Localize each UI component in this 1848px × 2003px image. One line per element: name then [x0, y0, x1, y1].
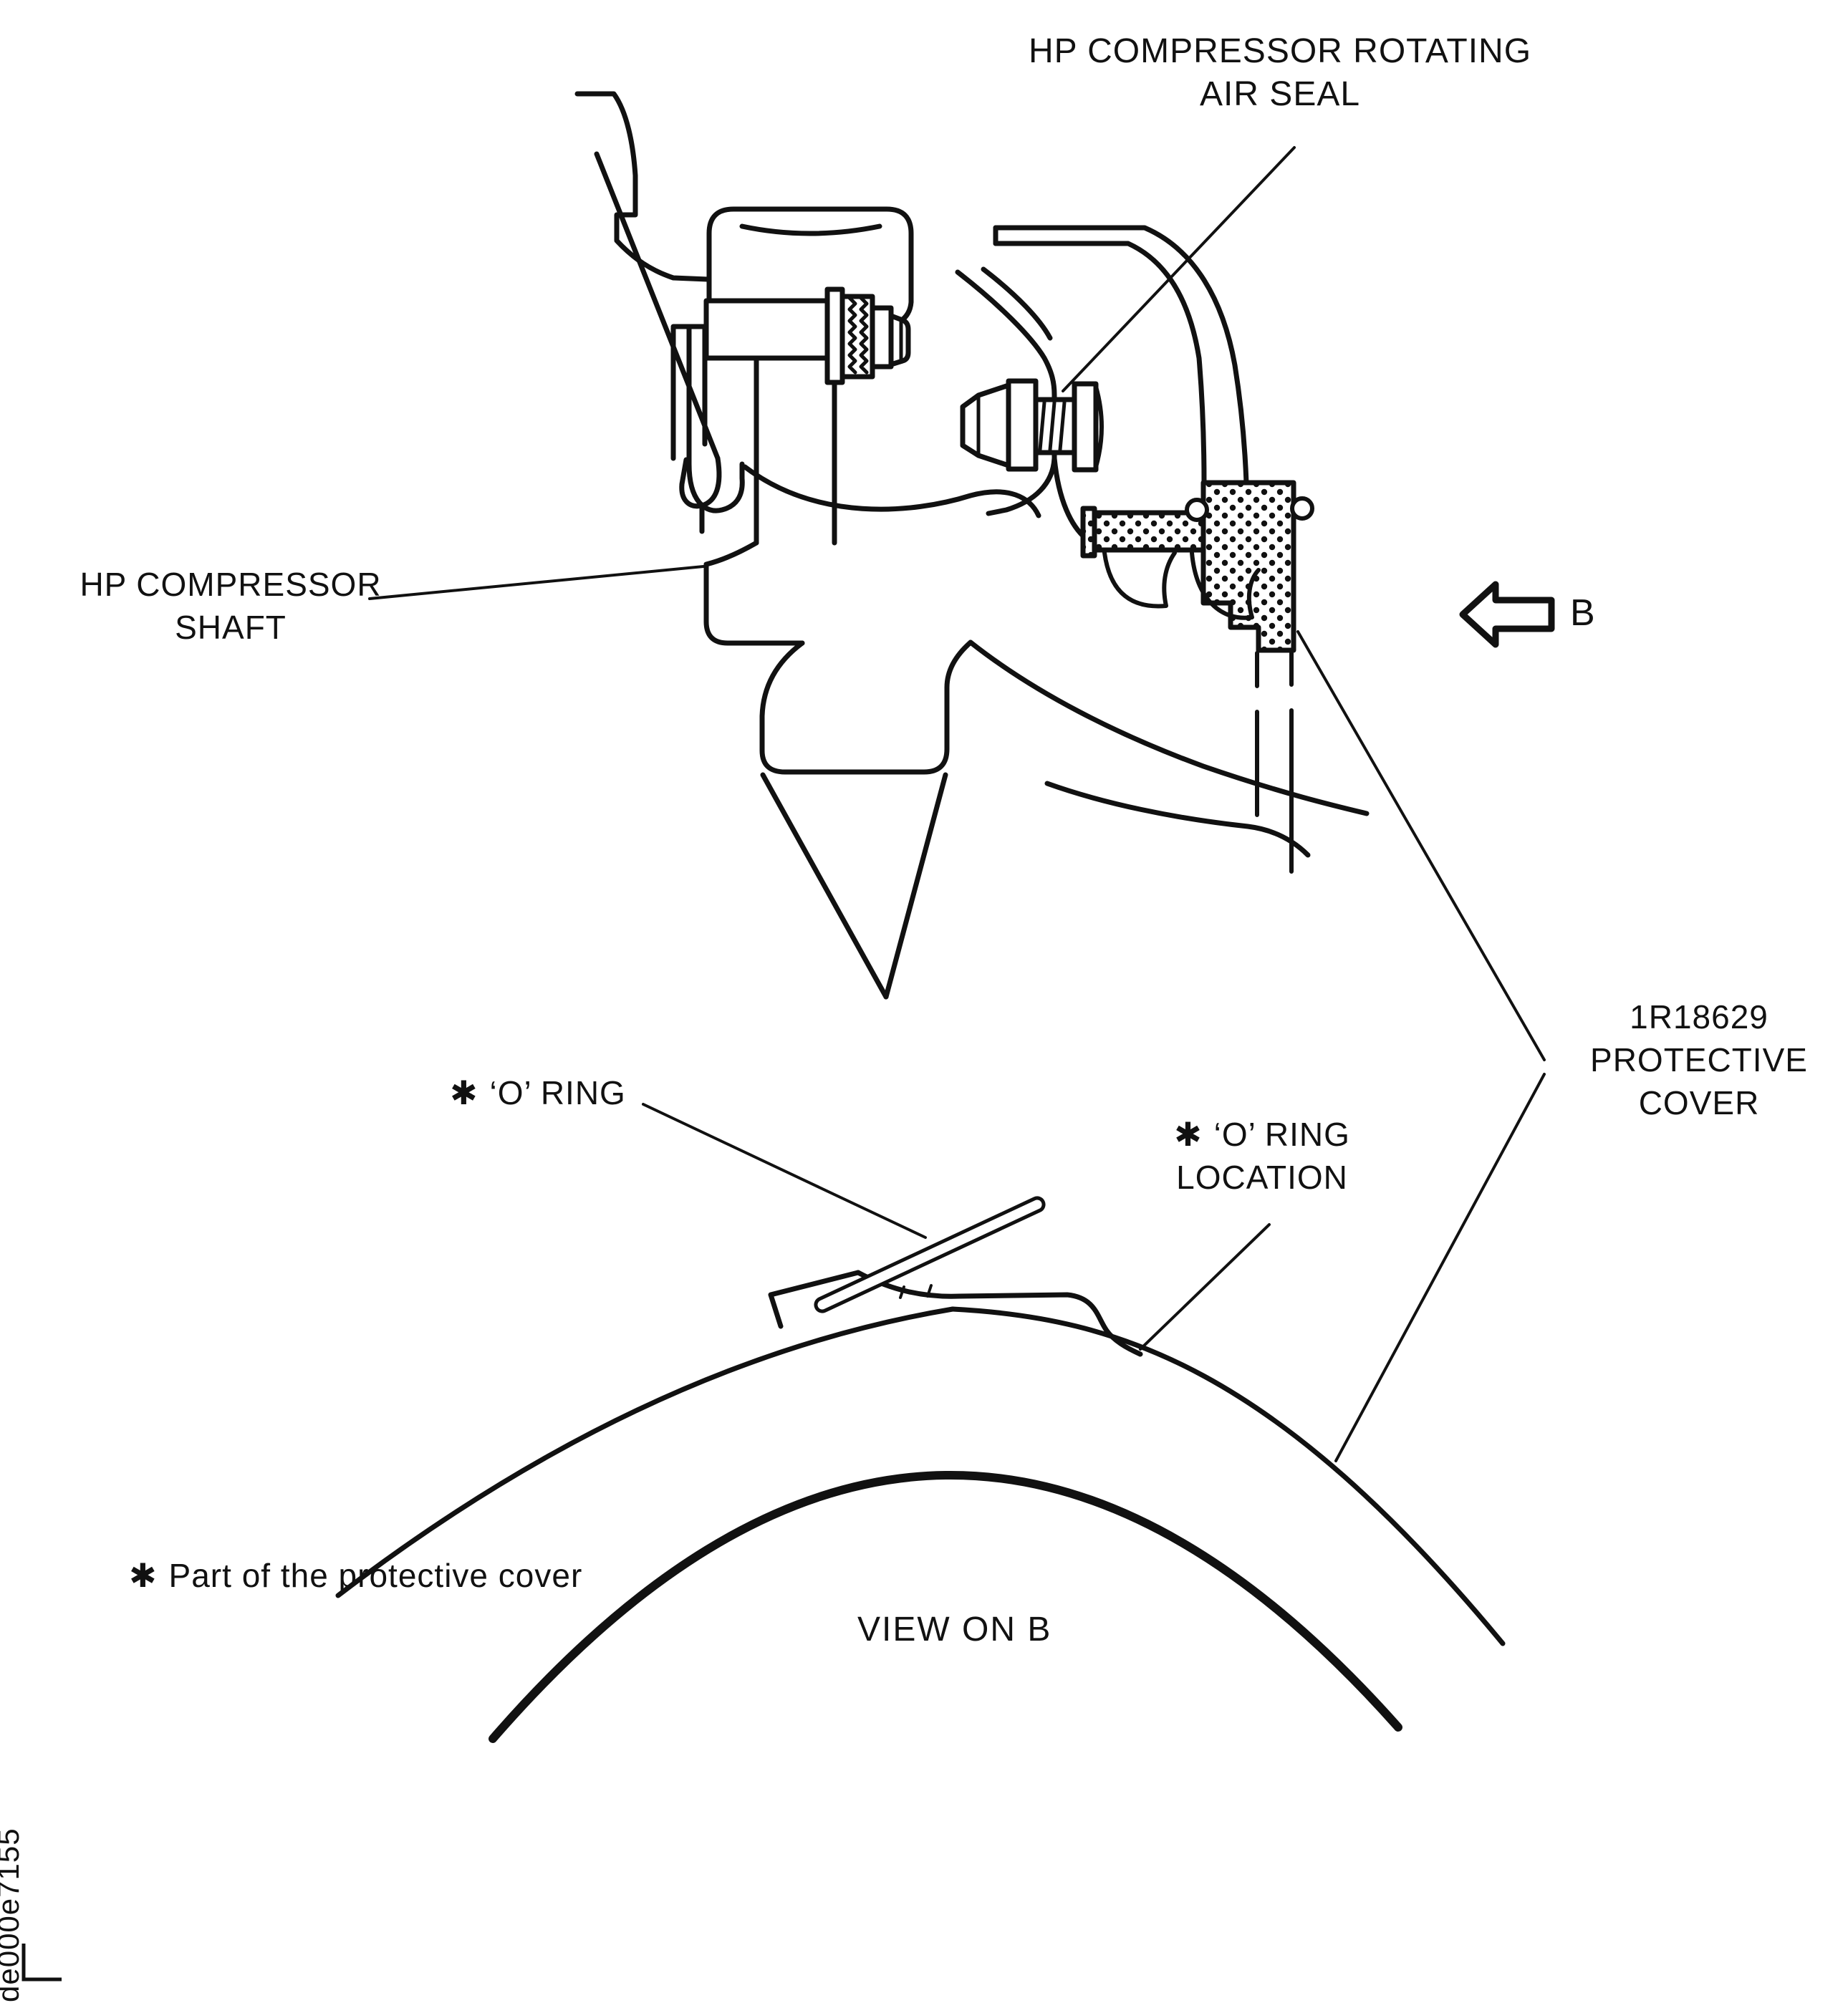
asterisk-icon: ✱	[1174, 1116, 1203, 1153]
o-ring-seat	[768, 1270, 1143, 1357]
label-air-seal: HP COMPRESSOR ROTATING AIR SEAL	[1029, 30, 1531, 116]
cover-rim-outer-arc	[335, 1306, 956, 1598]
asterisk-icon: ✱	[129, 1557, 158, 1594]
label-air-seal-line1: HP COMPRESSOR ROTATING	[1028, 32, 1532, 70]
hp-compressor-shaft-outline	[703, 206, 1370, 1000]
label-o-ring: ✱ ‘O’ RING	[450, 1071, 626, 1114]
label-shaft-line1: HP COMPRESSOR	[80, 566, 382, 603]
footnote: ✱ Part of the protective cover	[129, 1554, 582, 1597]
label-o-ring-location-line2: LOCATION	[1176, 1159, 1348, 1196]
o-ring-shape	[814, 1196, 1046, 1313]
leader-protective-cover-upper	[1296, 630, 1546, 1061]
label-protective-cover: 1R18629 PROTECTIVE COVER	[1590, 995, 1808, 1124]
label-protective-cover-line2: PROTECTIVE	[1590, 1041, 1808, 1078]
leader-lines	[368, 146, 1546, 1462]
leader-shaft	[368, 565, 705, 600]
view-on-b-drawing	[335, 1196, 1506, 1743]
shaft-bolt-left	[703, 286, 911, 385]
protective-cover-outline	[1080, 480, 1314, 874]
cover-rim-outer-arc-right	[950, 1306, 1506, 1646]
rotating-air-seal-outline	[955, 225, 1249, 541]
label-protective-cover-line3: COVER	[1638, 1084, 1760, 1121]
footnote-text: Part of the protective cover	[168, 1557, 583, 1594]
casing-outline	[574, 91, 722, 534]
label-shaft: HP COMPRESSOR SHAFT	[80, 563, 381, 649]
leader-o-ring	[642, 1103, 927, 1239]
asterisk-icon: ✱	[450, 1074, 478, 1111]
label-o-ring-text: ‘O’ RING	[489, 1074, 626, 1111]
label-air-seal-line2: AIR SEAL	[1199, 75, 1361, 113]
label-o-ring-location-line1: ‘O’ RING	[1213, 1116, 1350, 1153]
label-protective-cover-line1: 1R18629	[1630, 998, 1768, 1036]
view-direction-arrow-icon	[1459, 581, 1555, 648]
view-caption: VIEW ON B	[857, 1611, 1052, 1649]
document-code: de000e7155	[0, 1828, 25, 2002]
label-shaft-line2: SHAFT	[175, 609, 287, 646]
cross-section-view	[574, 91, 1370, 1000]
label-view-direction-letter: B	[1570, 592, 1596, 634]
footer-corner-bracket	[21, 1944, 62, 1982]
leader-o-ring-location	[1139, 1223, 1271, 1351]
leader-protective-cover-lower	[1334, 1073, 1546, 1462]
label-o-ring-location: ✱ ‘O’ RING LOCATION	[1174, 1113, 1350, 1199]
seal-bolt-right	[960, 378, 1104, 473]
cover-rim-inner-arc	[489, 1471, 1402, 1743]
leader-air-seal	[1062, 146, 1296, 392]
